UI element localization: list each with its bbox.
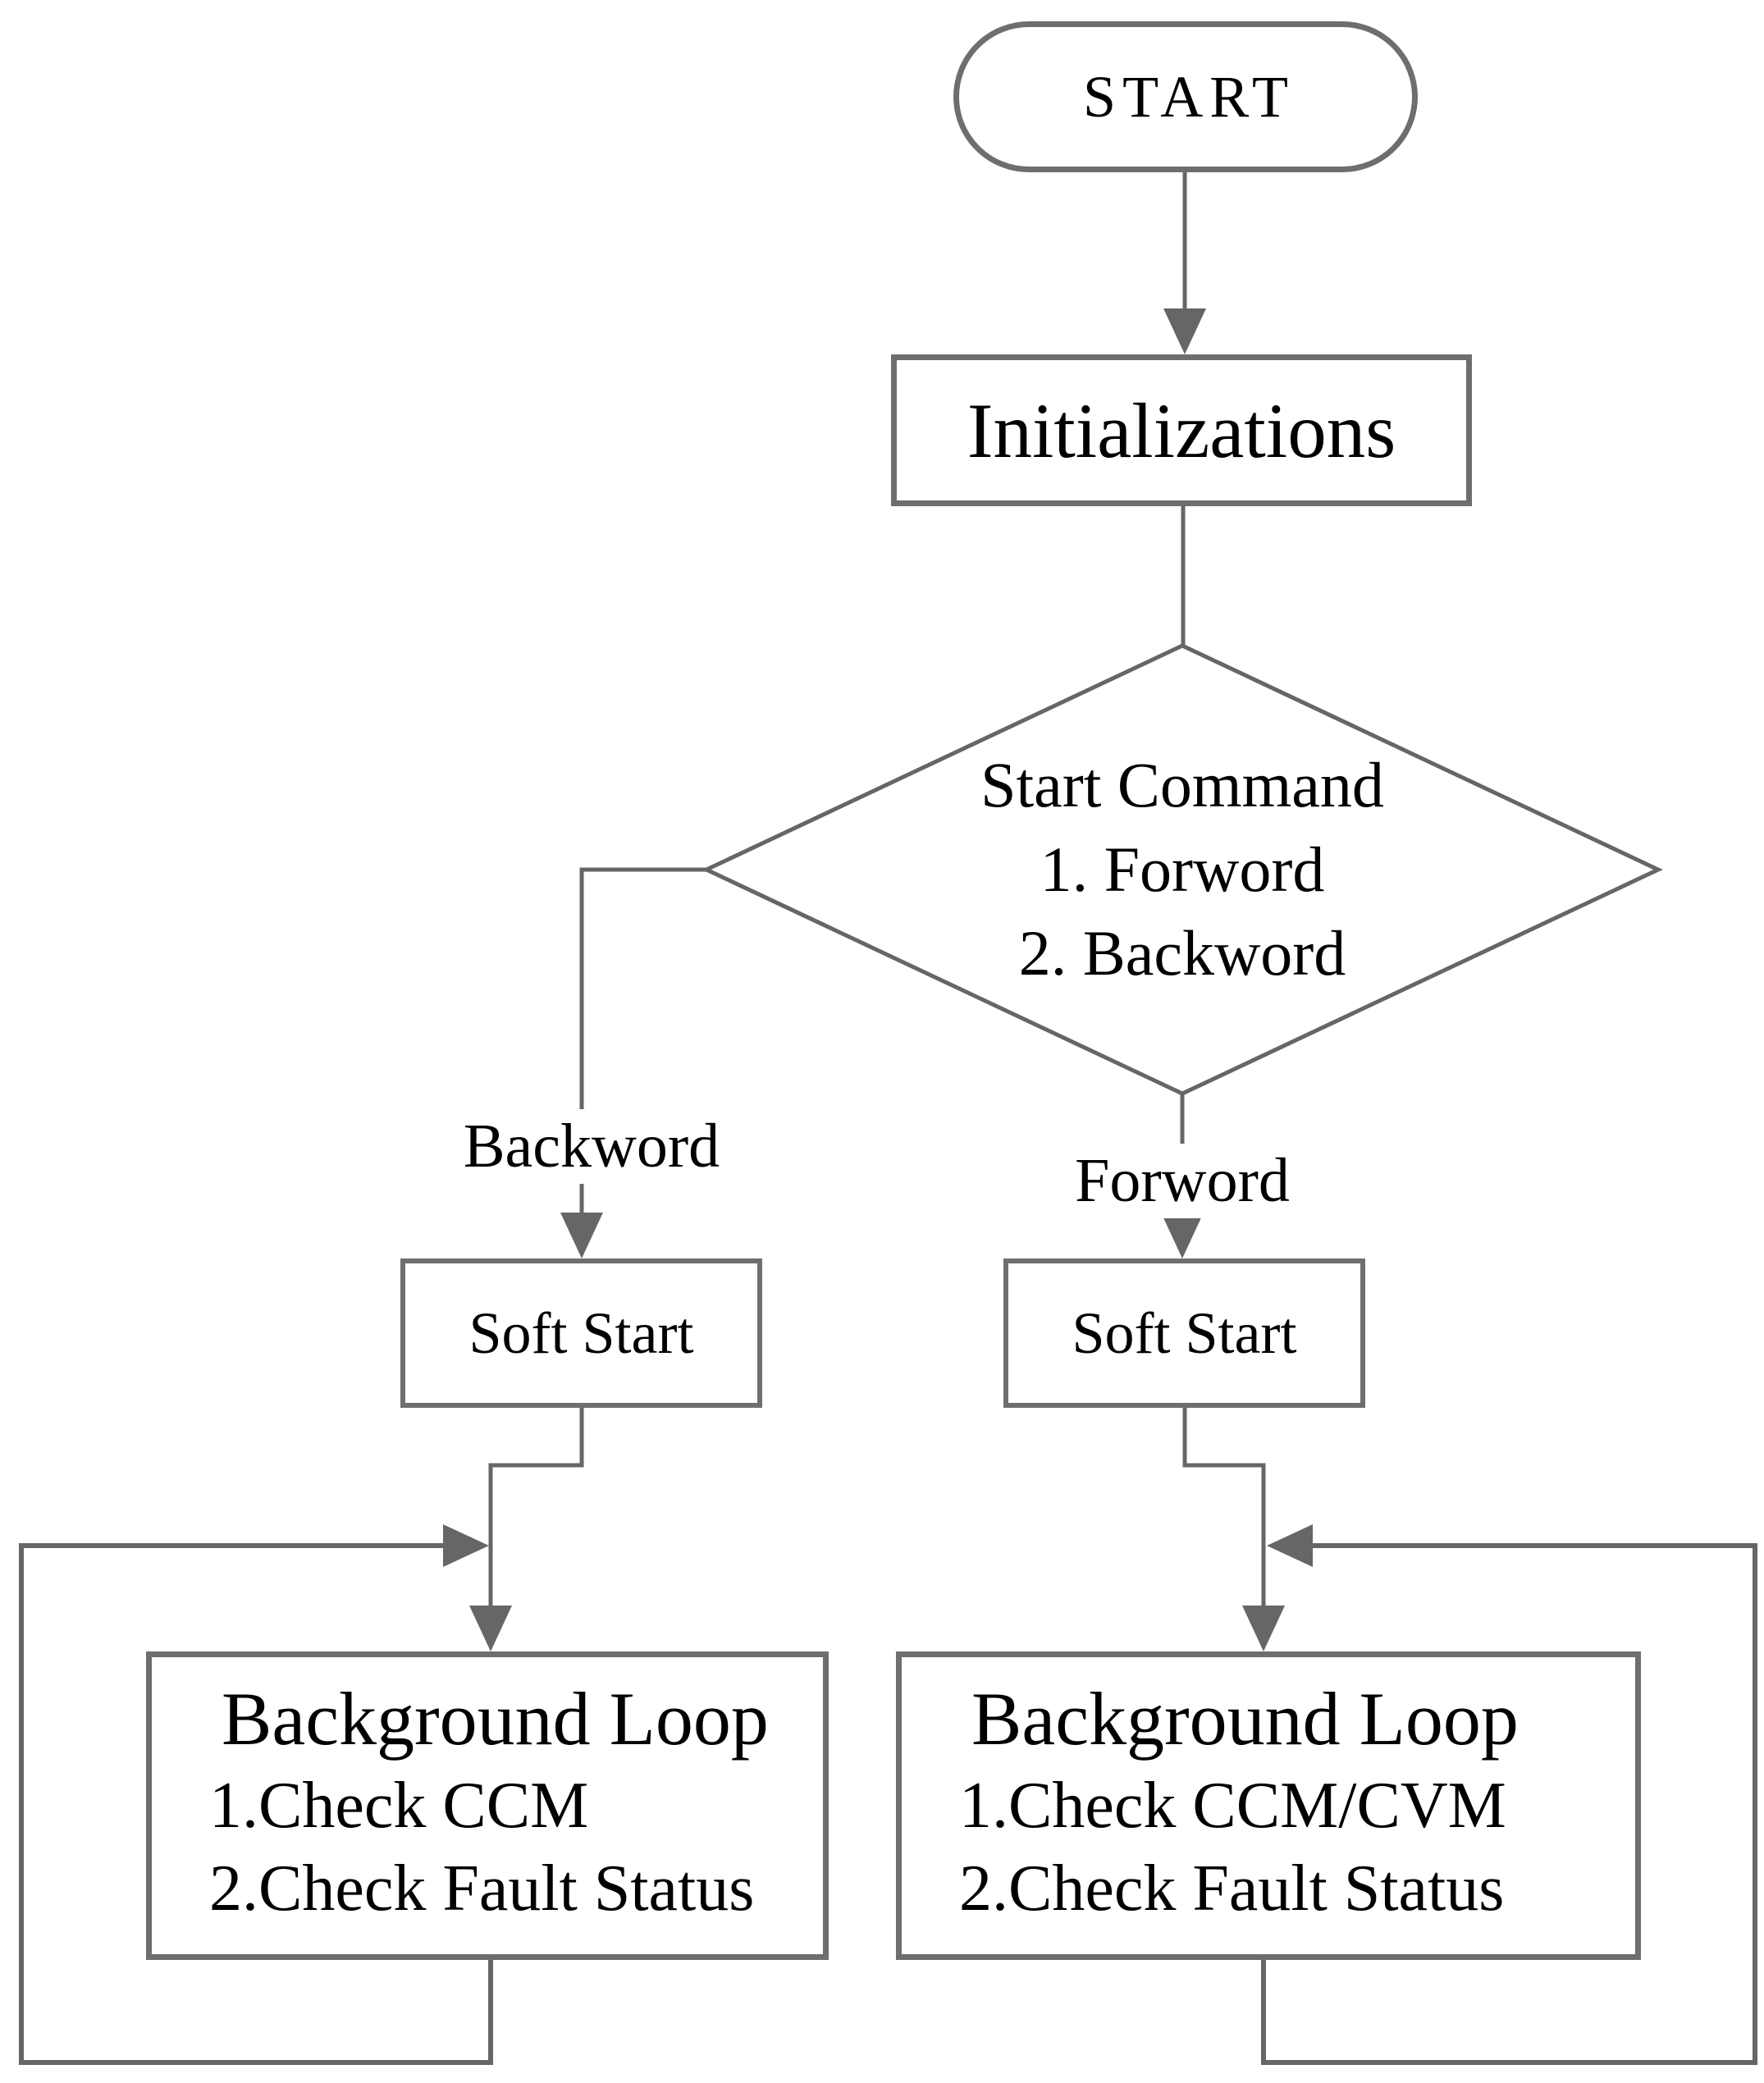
branch-label-backword: Backword bbox=[436, 1109, 747, 1185]
background-loop-right-item-1: 1.Check CCM/CVM bbox=[959, 1770, 1506, 1843]
arrowhead-into-bgloop-left bbox=[469, 1606, 512, 1651]
soft-start-right-label: Soft Start bbox=[1072, 1300, 1297, 1366]
start-command-decision: Start Command 1. Forword 2. Backword bbox=[706, 646, 1658, 1094]
background-loop-right: Background Loop 1.Check CCM/CVM 2.Check … bbox=[896, 1651, 1641, 1960]
soft-start-left-label: Soft Start bbox=[468, 1300, 694, 1366]
connector-decision-to-soft-left bbox=[579, 867, 706, 1214]
arrowhead-into-init bbox=[1163, 308, 1206, 354]
arrowhead-into-soft-right bbox=[1161, 1213, 1204, 1258]
initializations-label: Initializations bbox=[967, 386, 1396, 474]
arrowhead-loopback-right bbox=[1267, 1524, 1313, 1567]
start-label: START bbox=[1083, 63, 1295, 130]
decision-option-forword: 1. Forword bbox=[1040, 833, 1325, 905]
loopback-right bbox=[1261, 1543, 1757, 2065]
connector-soft-right-to-loop bbox=[1182, 1408, 1266, 1607]
arrowhead-into-soft-left bbox=[560, 1213, 603, 1258]
background-loop-right-title: Background Loop bbox=[971, 1677, 1519, 1761]
soft-start-right: Soft Start bbox=[1003, 1258, 1365, 1408]
decision-option-backword: 2. Backword bbox=[1018, 917, 1346, 989]
background-loop-left-title: Background Loop bbox=[222, 1677, 769, 1761]
background-loop-left-item-2: 2.Check Fault Status bbox=[209, 1852, 755, 1925]
start-terminator: START bbox=[953, 21, 1418, 172]
decision-title: Start Command bbox=[980, 748, 1384, 820]
initializations-process: Initializations bbox=[891, 354, 1472, 506]
background-loop-right-item-2: 2.Check Fault Status bbox=[959, 1852, 1505, 1925]
soft-start-left: Soft Start bbox=[400, 1258, 762, 1408]
arrowhead-into-bgloop-right bbox=[1242, 1606, 1285, 1651]
background-loop-left: Background Loop 1.Check CCM 2.Check Faul… bbox=[146, 1651, 829, 1960]
branch-label-forword: Forword bbox=[1026, 1144, 1338, 1219]
arrowhead-loopback-left bbox=[443, 1524, 489, 1567]
connector-soft-left-to-loop bbox=[488, 1408, 584, 1607]
loopback-left bbox=[19, 1543, 493, 2065]
background-loop-left-item-1: 1.Check CCM bbox=[209, 1770, 589, 1843]
